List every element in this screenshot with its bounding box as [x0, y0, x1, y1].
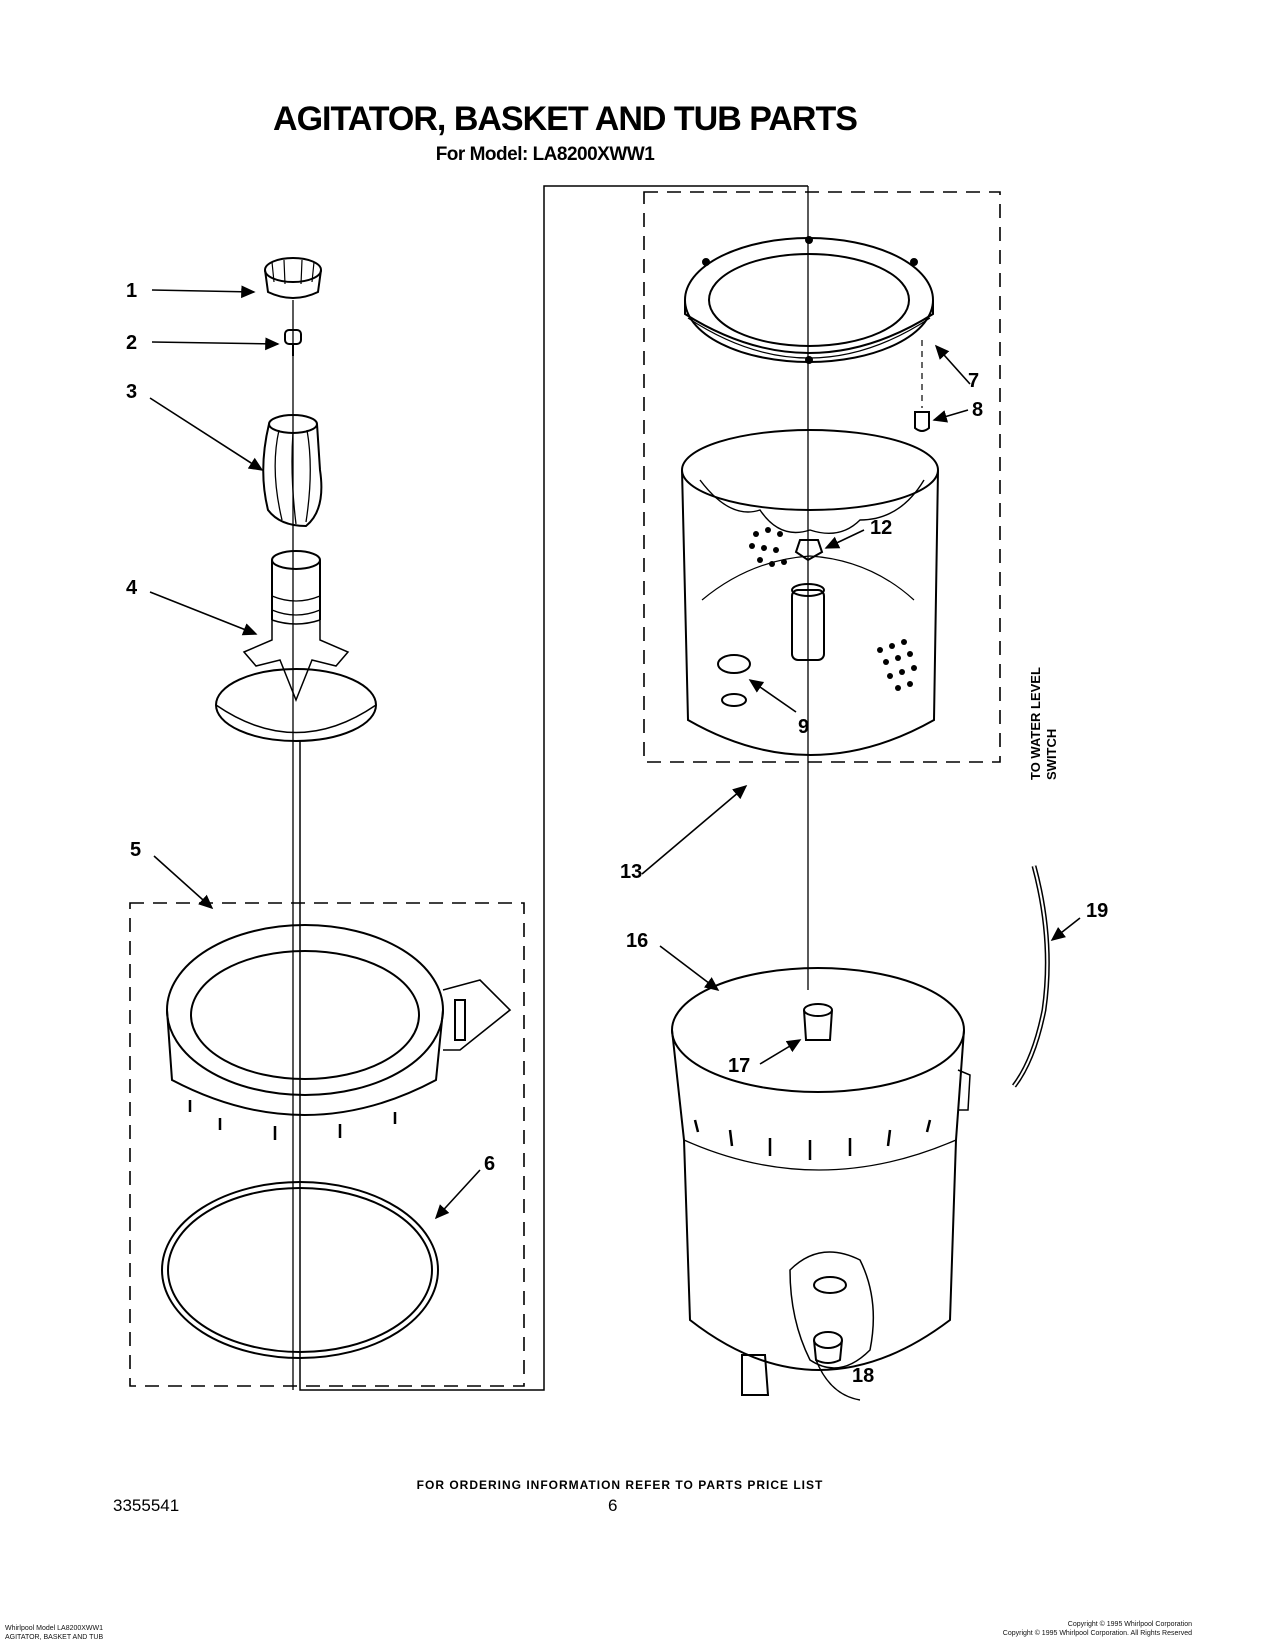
drain-fitting-part — [813, 1331, 861, 1401]
callout-7: 7 — [968, 370, 979, 392]
callout-8: 8 — [972, 399, 983, 421]
fine-print-right-line1: Copyright © 1995 Whirlpool Corporation — [1067, 1621, 1192, 1628]
page-number: 6 — [608, 1496, 618, 1515]
agitator-base-part — [215, 550, 377, 742]
ring-clip-part — [914, 340, 930, 432]
fine-print-right-line2: Copyright © 1995 Whirlpool Corporation. … — [1002, 1630, 1192, 1637]
callout-18: 18 — [852, 1365, 874, 1387]
callout-labels: 1 2 3 4 5 6 7 8 9 12 13 16 17 18 19 — [126, 280, 1108, 1387]
model-subtitle: For Model: LA8200XWW1 — [435, 144, 655, 165]
callout-6: 6 — [484, 1153, 495, 1175]
leader-arrows — [149, 285, 1081, 1220]
spin-basket-part — [681, 429, 939, 756]
agitator-barrel-part — [262, 414, 323, 528]
fine-print-left-line2: AGITATOR, BASKET AND TUB — [5, 1634, 104, 1641]
callout-9: 9 — [798, 716, 809, 738]
balance-ring-part — [684, 236, 934, 364]
page-title: AGITATOR, BASKET AND TUB PARTS — [273, 100, 858, 138]
fine-print-left: Whirlpool Model LA8200XWW1 AGITATOR, BAS… — [5, 1624, 103, 1642]
callout-16: 16 — [626, 930, 648, 952]
outer-tub-part — [671, 967, 971, 1396]
callout-1: 1 — [126, 280, 137, 302]
tub-seal-part — [803, 1003, 833, 1041]
tub-ring-part — [166, 924, 512, 1140]
callout-19: 19 — [1086, 900, 1108, 922]
callout-5: 5 — [130, 839, 141, 861]
ordering-note: FOR ORDERING INFORMATION REFER TO PARTS … — [416, 1478, 824, 1492]
pressure-hose-part — [1012, 865, 1050, 1088]
water-level-switch-label: TO WATER LEVEL SWITCH — [1028, 667, 1059, 780]
cap-retainer-part — [284, 329, 302, 356]
tub-ring-group-box — [129, 902, 525, 1387]
document-number: 3355541 — [113, 1496, 180, 1515]
basket-group-box — [643, 191, 1001, 763]
fine-print-right: Copyright © 1995 Whirlpool Corporation C… — [1003, 1620, 1192, 1638]
callout-13: 13 — [620, 861, 642, 883]
agitator-cap-part — [264, 257, 322, 299]
drive-block-part — [794, 539, 824, 562]
basket-plug-part — [717, 654, 751, 707]
side-label-line1: TO WATER LEVEL — [1028, 667, 1043, 780]
connector-line — [299, 185, 808, 1391]
fine-print-left-line1: Whirlpool Model LA8200XWW1 — [5, 1625, 104, 1632]
side-label-line2: SWITCH — [1044, 729, 1059, 780]
callout-3: 3 — [126, 381, 137, 403]
tub-gasket-part — [161, 1181, 439, 1359]
callout-4: 4 — [126, 577, 138, 599]
callout-12: 12 — [870, 517, 892, 539]
callout-17: 17 — [728, 1055, 750, 1077]
callout-2: 2 — [126, 332, 137, 354]
basket-perforations — [749, 527, 917, 691]
